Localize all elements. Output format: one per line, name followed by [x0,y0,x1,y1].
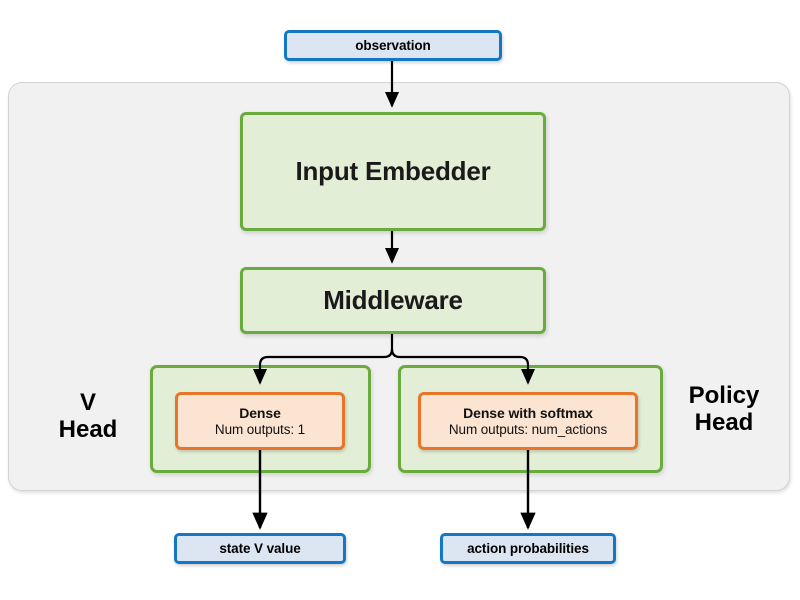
node-input-embedder[interactable]: Input Embedder [240,112,546,231]
node-observation[interactable]: observation [284,30,502,61]
node-observation-label: observation [355,38,431,53]
node-v-head-dense[interactable]: Dense Num outputs: 1 [175,392,345,450]
node-action-probabilities-label: action probabilities [467,541,589,556]
node-action-probabilities[interactable]: action probabilities [440,533,616,564]
label-v-head-line1: V [79,389,96,417]
label-policy-head-line1: Policy [688,382,760,410]
node-policy-head-dense[interactable]: Dense with softmax Num outputs: num_acti… [418,392,638,450]
node-policy-head-dense-subtitle: Num outputs: num_actions [448,422,608,437]
label-v-head: V Head [42,383,134,451]
node-state-v-value-label: state V value [219,541,301,556]
node-input-embedder-label: Input Embedder [295,156,491,186]
label-policy-head: Policy Head [666,375,782,445]
node-state-v-value[interactable]: state V value [174,533,346,564]
node-policy-head-dense-title: Dense with softmax [463,405,593,421]
node-middleware-label: Middleware [323,285,463,315]
label-v-head-line2: Head [58,416,118,443]
label-policy-head-line2: Head [694,409,754,436]
node-v-head-dense-title: Dense [239,405,281,421]
node-middleware[interactable]: Middleware [240,267,546,334]
node-v-head-dense-subtitle: Num outputs: 1 [214,422,306,437]
